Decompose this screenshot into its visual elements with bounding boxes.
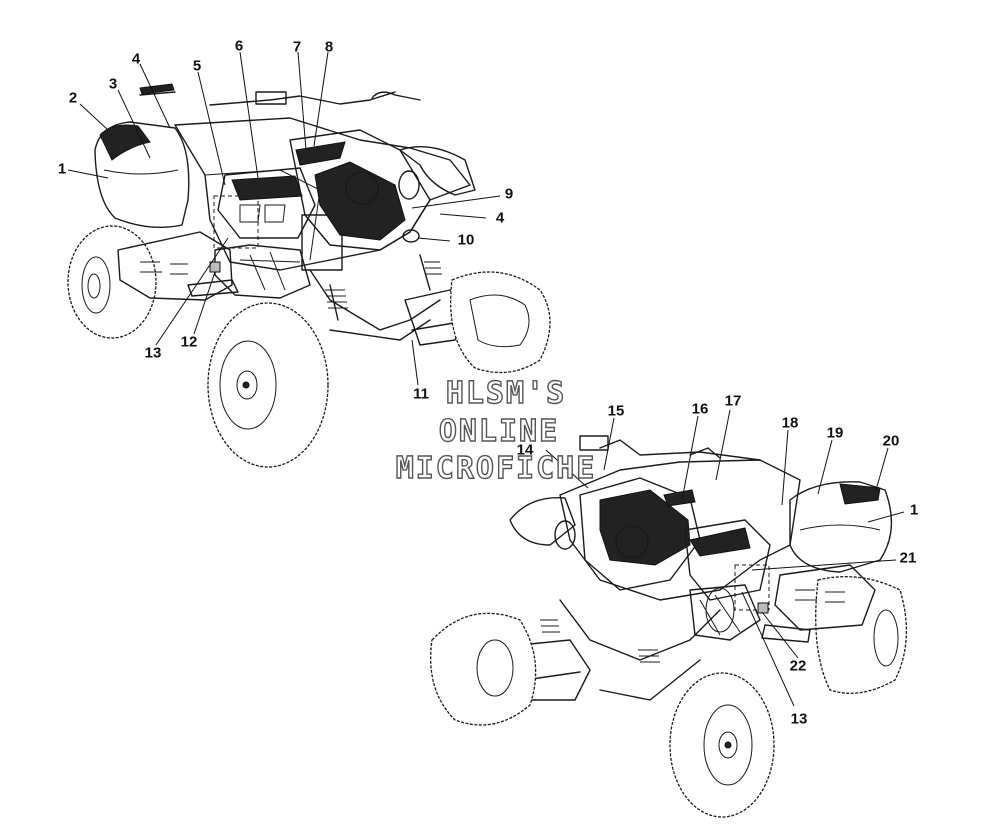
- callout-21: 21: [899, 549, 917, 567]
- callout-14: 14: [516, 441, 534, 459]
- callout-1b: 1: [909, 501, 919, 519]
- callout-8: 8: [324, 38, 334, 56]
- callout-11: 11: [413, 385, 429, 403]
- callout-17: 17: [724, 392, 742, 410]
- callout-3: 3: [108, 75, 118, 93]
- watermark-line-1: HLSM'S: [445, 375, 567, 411]
- watermark-line-2: ONLINE: [438, 413, 560, 449]
- watermark-line-3: MICROFICHE: [395, 450, 597, 486]
- callout-15: 15: [607, 402, 625, 420]
- callout-13b: 13: [790, 710, 808, 728]
- callout-5: 5: [192, 57, 202, 75]
- callout-12: 12: [180, 333, 198, 351]
- callout-18: 18: [781, 414, 799, 432]
- callout-19: 19: [826, 424, 844, 442]
- callout-20: 20: [882, 432, 900, 450]
- atv-upper-illustration: [67, 83, 551, 468]
- callout-1: 1: [57, 160, 67, 178]
- callout-10: 10: [457, 231, 475, 249]
- atv-lower-illustration: [430, 435, 908, 818]
- callout-9: 9: [504, 185, 514, 203]
- callout-4: 4: [131, 50, 141, 68]
- callout-4b: 4: [495, 209, 505, 227]
- callout-13: 13: [144, 344, 162, 362]
- callout-7: 7: [292, 38, 302, 56]
- callout-2: 2: [68, 89, 78, 107]
- callout-22: 22: [789, 657, 807, 675]
- upper-leader-lines: [67, 51, 501, 386]
- callout-6: 6: [234, 37, 244, 55]
- callout-16: 16: [691, 400, 709, 418]
- lower-leader-lines: [545, 409, 905, 707]
